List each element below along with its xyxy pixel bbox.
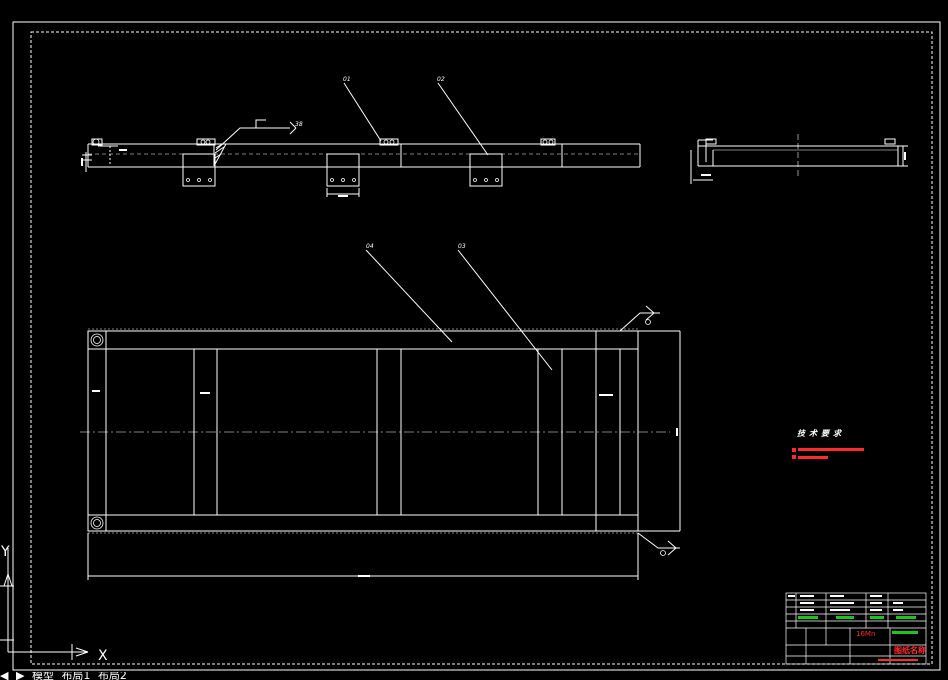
leader-04 [365, 249, 453, 343]
leader-03 [457, 249, 553, 371]
inner-frame [30, 31, 933, 665]
leader-02 [437, 82, 489, 156]
tab-model[interactable]: 模型 [31, 672, 54, 680]
layout-tabs: ◀ ▶ 模型 布局1 布局2 [0, 672, 948, 680]
front-view [82, 119, 641, 197]
tab-layout2[interactable]: 布局2 [97, 672, 127, 680]
ucs-icon [0, 548, 89, 660]
tech-requirements-title: 技术要求 [797, 429, 845, 438]
leader-01 [343, 82, 382, 142]
balloon-02: 02 [437, 76, 445, 83]
title-block [785, 592, 927, 665]
side-view [690, 134, 908, 184]
weld-label: 38 [295, 121, 303, 128]
balloon-03: 03 [458, 243, 466, 250]
balloon-01: 01 [343, 76, 351, 83]
balloon-04: 04 [366, 243, 374, 250]
title-block-material: 16Mn [856, 630, 876, 638]
tab-prev[interactable]: ◀ [0, 672, 9, 680]
tab-next[interactable]: ▶ [15, 672, 25, 680]
tab-layout1[interactable]: 布局1 [61, 672, 91, 680]
plan-view [80, 305, 681, 580]
ucs-x-label: X [98, 648, 108, 664]
ucs-y-label: Y [0, 544, 10, 560]
tech-notes [792, 448, 864, 459]
outer-frame [12, 21, 941, 671]
title-block-drawing-name: 图纸名称 [894, 646, 926, 655]
